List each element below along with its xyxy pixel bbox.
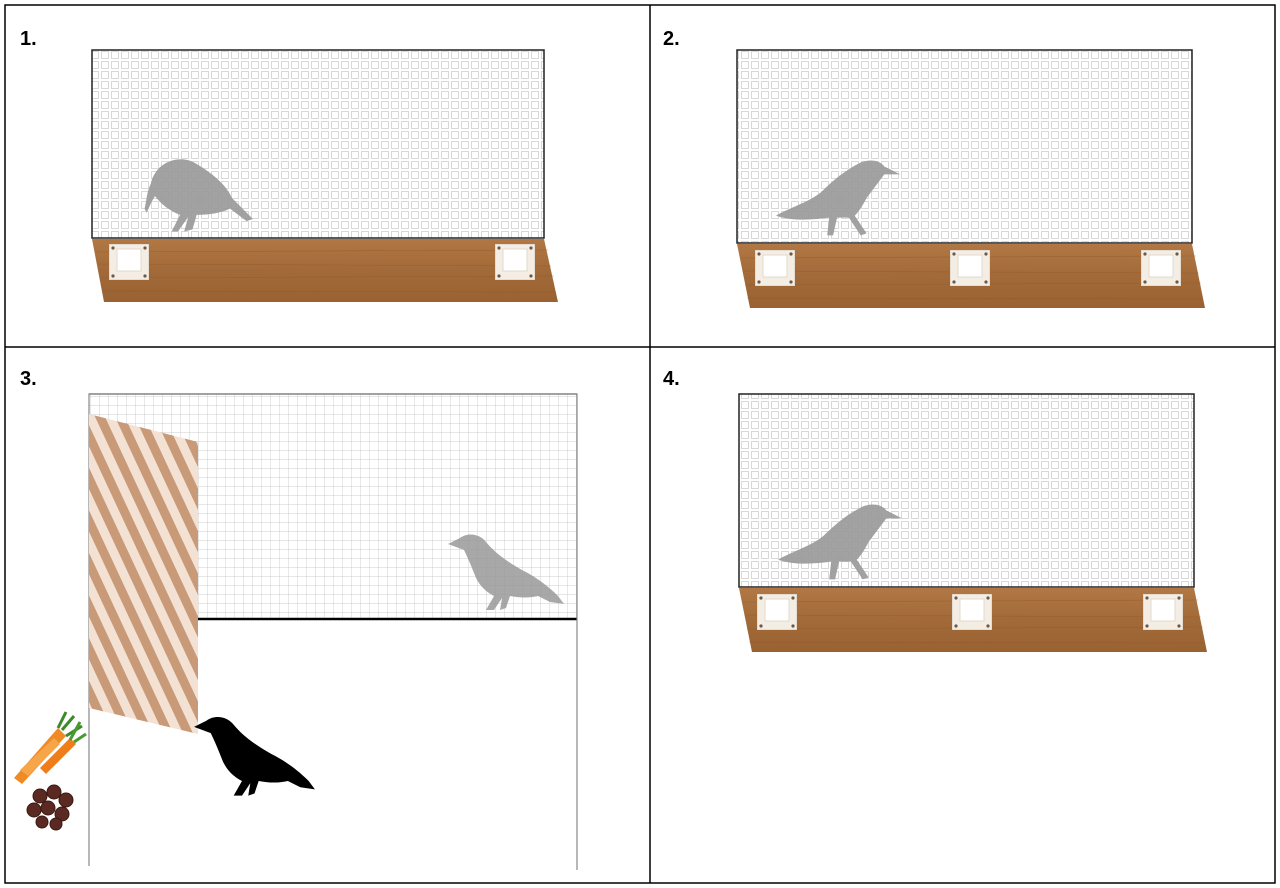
wooden-base [92,239,558,302]
panel-1-label: 1. [20,28,37,50]
wood-grain [95,249,557,293]
food-pellets-icon [26,784,74,831]
panel-4: 4. [663,368,1207,652]
bird-black [194,716,315,796]
feeder-well-center [952,594,992,630]
feeder-well-left [109,244,149,280]
mesh-screen [91,49,545,239]
feeder-well-right [1141,250,1181,286]
panel-4-label: 4. [663,368,680,390]
feeder-well-left [757,594,797,630]
panel-2: 2. [663,28,1205,308]
panel-3-label: 3. [20,368,37,390]
panel-1: 1. [20,28,558,302]
panel-3: 3. [14,368,578,870]
feeder-well-left [755,250,795,286]
panel-2-label: 2. [663,28,680,50]
feeder-well-right [1143,594,1183,630]
feeder-well-right [495,244,535,280]
striped-barrier [89,414,198,734]
panel-frame [4,4,1276,884]
feeder-well-center [950,250,990,286]
carrot-icon [14,711,87,784]
